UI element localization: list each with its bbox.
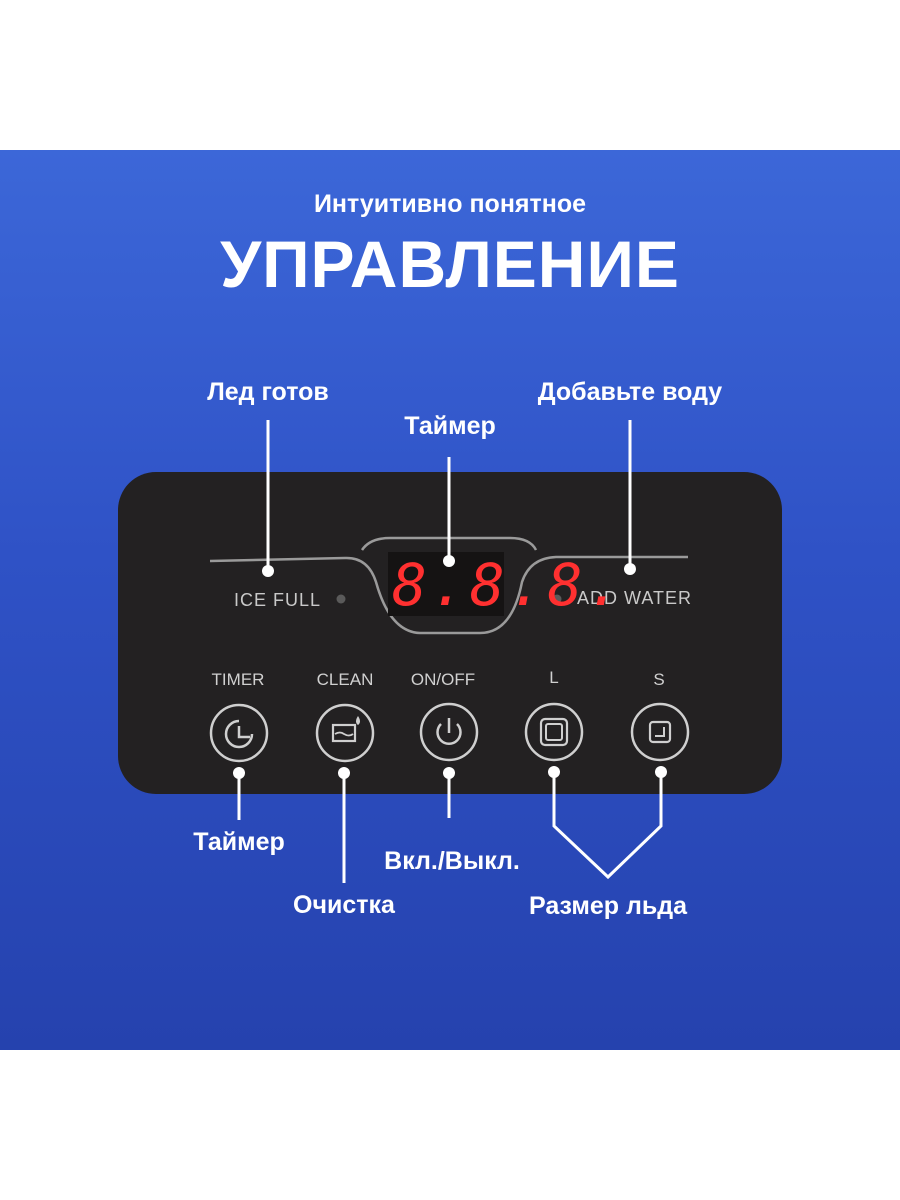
ice-size-bracket <box>552 772 663 880</box>
clean-icon <box>331 716 360 743</box>
callout-cleaning: Очистка <box>293 891 395 919</box>
timer-button[interactable] <box>209 703 269 763</box>
large-button-label: L <box>549 668 558 687</box>
power-icon <box>436 718 462 746</box>
onoff-button-label: ON/OFF <box>411 670 475 689</box>
timer-button-label: TIMER <box>212 670 265 689</box>
timer-display-pointer-dot <box>443 555 455 567</box>
large-ice-icon <box>539 717 569 747</box>
subtitle: Интуитивно понятное <box>313 190 587 218</box>
large-ice-button[interactable] <box>524 702 584 762</box>
ice-ready-pointer-dot <box>262 565 274 577</box>
page-title: УПРАВЛЕНИЕ <box>220 227 680 301</box>
panel-contour-line <box>209 555 688 635</box>
callout-ice-size: Размер льда <box>529 892 687 920</box>
add-water-label: ADD WATER <box>577 588 692 608</box>
timer-icon <box>224 719 254 749</box>
callout-timer-button: Таймер <box>193 828 285 856</box>
power-button[interactable] <box>419 702 479 762</box>
small-button-label: S <box>653 670 664 689</box>
callout-ice-ready: Лед готов <box>207 378 329 406</box>
clean-button[interactable] <box>315 703 375 763</box>
callout-timer-display: Таймер <box>404 412 496 440</box>
ice-full-label: ICE FULL <box>234 590 321 610</box>
ice-full-led <box>336 594 346 604</box>
control-panel-illustration: ICE FULL ADD WATER 8.8.8. TIMER CLEAN ON… <box>118 420 782 883</box>
add-water-led <box>552 594 562 604</box>
callout-power-button: Вкл./Выкл. <box>384 847 520 875</box>
display-digits: 8.8.8. <box>392 551 626 619</box>
callout-add-water: Добавьте воду <box>537 378 723 406</box>
promo-banner: Интуитивно понятное УПРАВЛЕНИЕ ICE FULL … <box>0 150 900 1050</box>
callout-lines <box>233 420 667 883</box>
clean-button-label: CLEAN <box>317 670 374 689</box>
small-ice-icon <box>648 720 672 744</box>
add-water-pointer-dot <box>624 563 636 575</box>
small-ice-button[interactable] <box>630 702 690 762</box>
